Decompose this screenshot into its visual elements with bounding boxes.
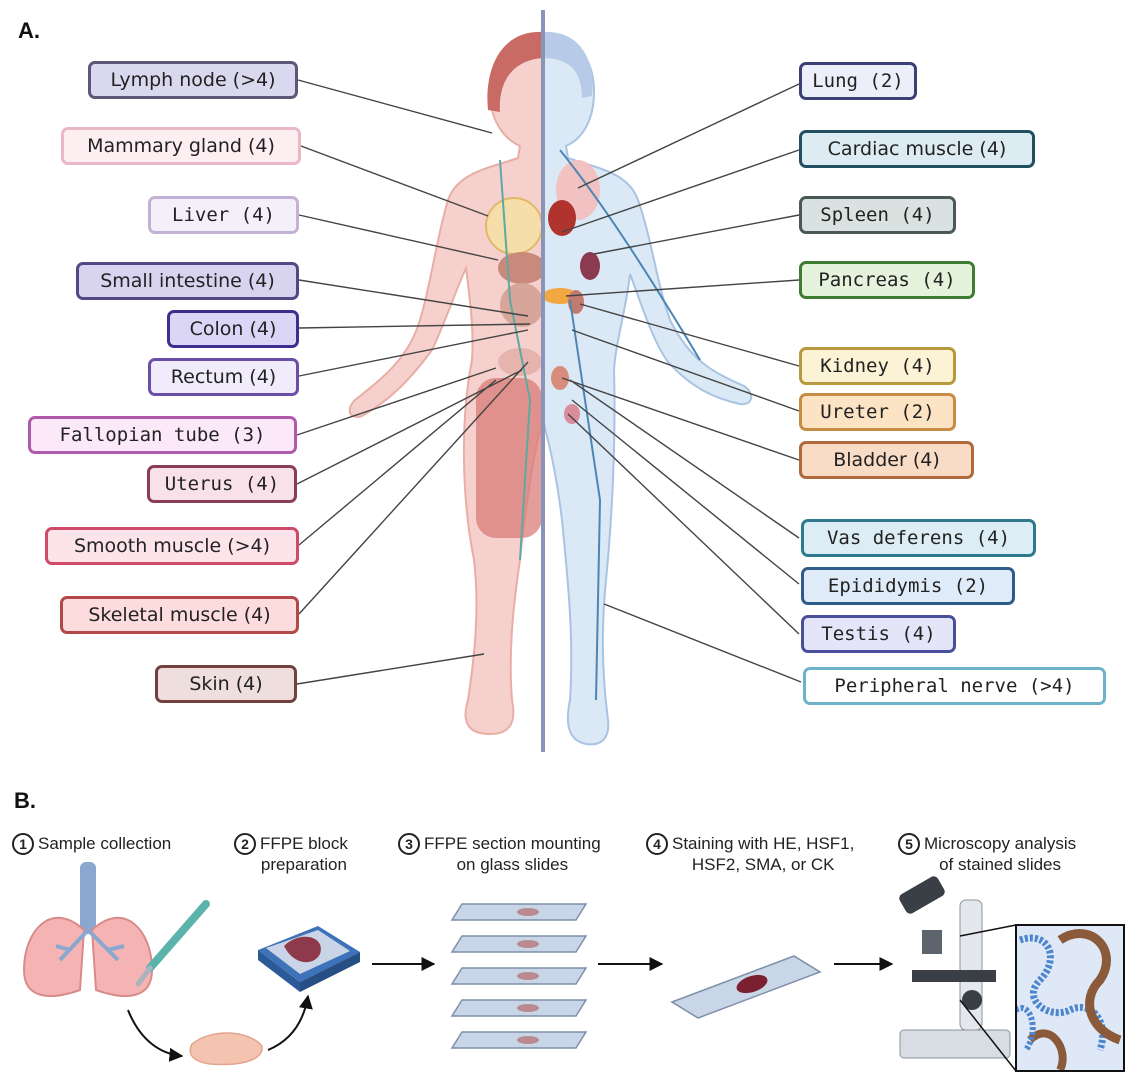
label-epididymis: Epididymis (2): [801, 567, 1015, 605]
thigh-muscles: [476, 378, 542, 538]
ffpe-block-illustration: [258, 926, 360, 992]
microscope-illustration: [897, 874, 1010, 1058]
label-testis: Testis (4): [801, 615, 956, 653]
step-5-text: Microscopy analysis of stained slides: [924, 833, 1076, 875]
label-ureter: Ureter (2): [799, 393, 956, 431]
liver-organ: [498, 252, 546, 284]
step-3-text: FFPE section mounting on glass slides: [424, 833, 601, 875]
testis-organ: [564, 404, 580, 424]
label-peripheral-nerve: Peripheral nerve (>4): [803, 667, 1106, 705]
label-skeletal-muscle: Skeletal muscle (4): [60, 596, 299, 634]
label-smooth-muscle: Smooth muscle (>4): [45, 527, 299, 565]
panel-label-b: B.: [14, 788, 36, 814]
step-2-text: FFPE block preparation: [260, 833, 348, 875]
step-1-text: Sample collection: [38, 834, 171, 853]
label-small-intestine: Small intestine (4): [76, 262, 299, 300]
label-spleen: Spleen (4): [799, 196, 956, 234]
female-body-half: [350, 32, 546, 734]
label-colon: Colon (4): [167, 310, 299, 348]
lungs-illustration: [24, 862, 152, 996]
label-lung: Lung (2): [799, 62, 917, 100]
label-vas-deferens: Vas deferens (4): [801, 519, 1036, 557]
microscopy-inset: [1016, 925, 1124, 1071]
step-4-text: Staining with HE, HSF1, HSF2, SMA, or CK: [672, 833, 854, 875]
step-4-number: 4: [646, 833, 668, 855]
step-5-number: 5: [898, 833, 920, 855]
label-fallopian-tube: Fallopian tube (3): [28, 416, 297, 454]
label-liver: Liver (4): [148, 196, 299, 234]
label-kidney: Kidney (4): [799, 347, 956, 385]
spleen-organ: [580, 252, 600, 280]
label-uterus: Uterus (4): [147, 465, 297, 503]
section-spots: [517, 908, 539, 1044]
label-rectum: Rectum (4): [148, 358, 299, 396]
stained-slide-illustration: [672, 956, 820, 1018]
label-mammary-gland: Mammary gland (4): [61, 127, 301, 165]
bladder-organ: [551, 366, 569, 390]
panel-label-a: A.: [18, 18, 40, 44]
mammary-gland-organ: [486, 198, 542, 254]
heart-organ: [548, 200, 576, 236]
label-pancreas: Pancreas (4): [799, 261, 975, 299]
label-skin: Skin (4): [155, 665, 297, 703]
step-2-number: 2: [234, 833, 256, 855]
step-3-number: 3: [398, 833, 420, 855]
label-lymph-node: Lymph node (>4): [88, 61, 298, 99]
step-1-number: 1: [12, 833, 34, 855]
label-bladder: Bladder (4): [799, 441, 974, 479]
arrow-collection-to-sample: [128, 1010, 182, 1056]
label-cardiac-muscle: Cardiac muscle (4): [799, 130, 1035, 168]
arrow-sample-to-block: [268, 996, 308, 1050]
male-silhouette: [543, 36, 751, 744]
intestine-organ: [500, 283, 544, 327]
male-body-half: [542, 32, 751, 744]
tissue-sample-illustration: [190, 1033, 262, 1065]
